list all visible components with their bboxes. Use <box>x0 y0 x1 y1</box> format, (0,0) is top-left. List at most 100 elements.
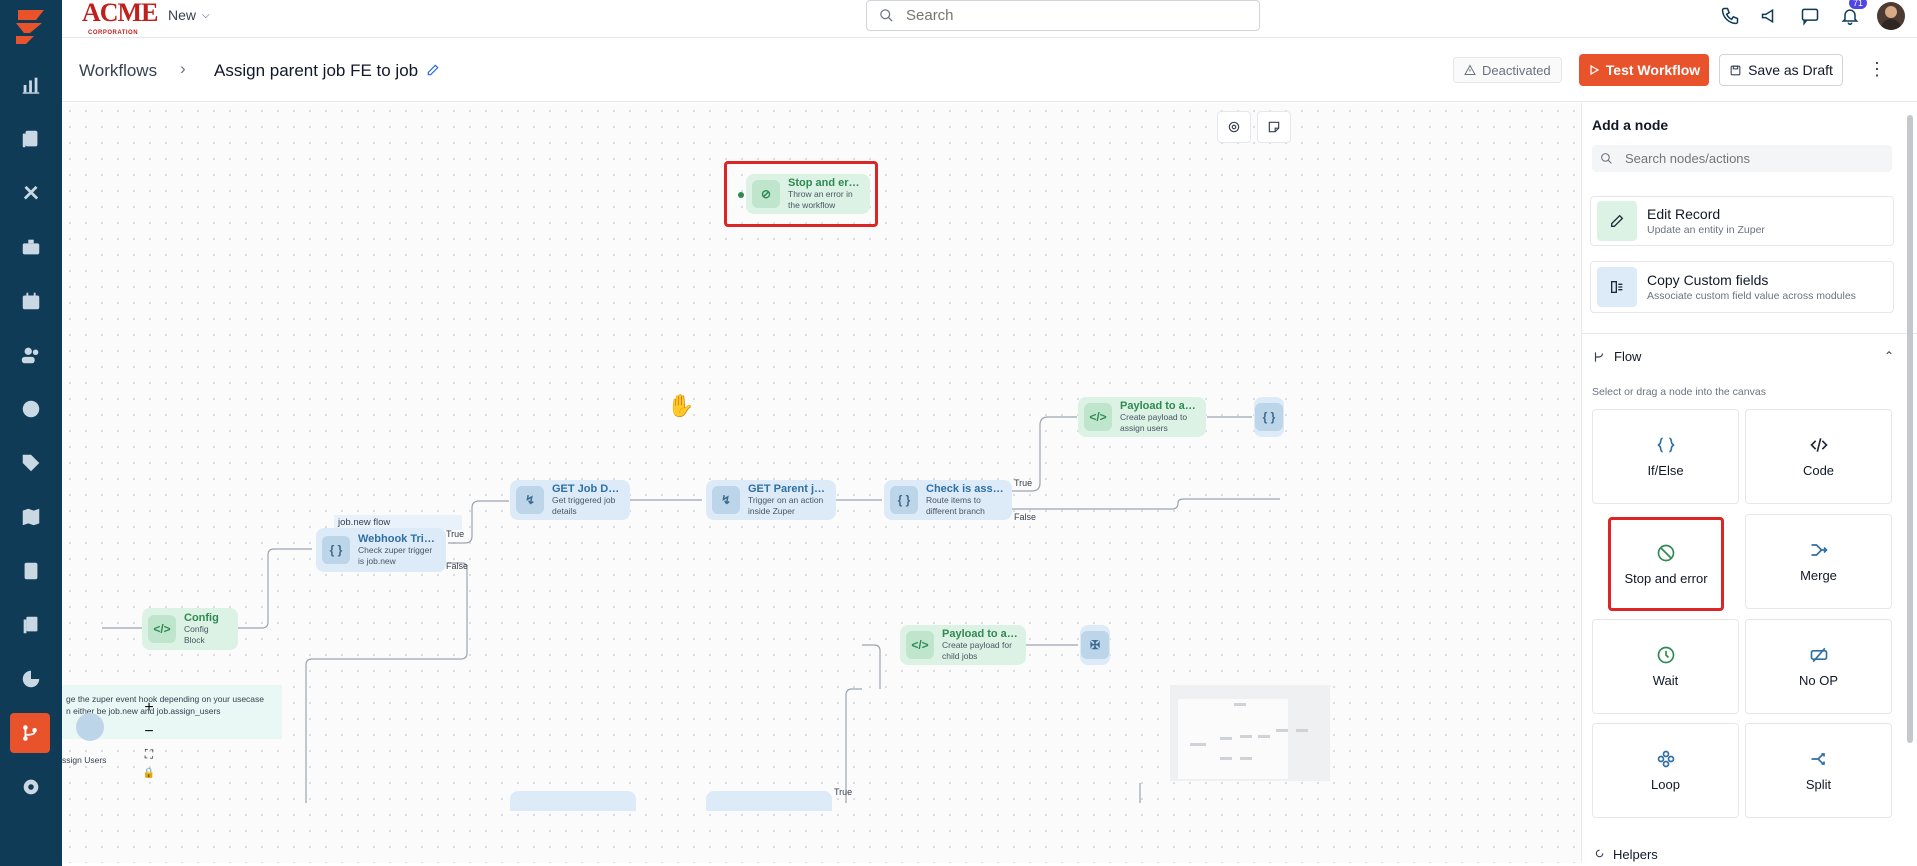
flow-section-header[interactable]: Flow <box>1592 349 1641 364</box>
phone-button[interactable] <box>1717 3 1743 29</box>
settings-icon <box>23 779 39 795</box>
new-dropdown[interactable]: New ⌵ <box>168 7 210 23</box>
save-draft-button[interactable]: Save as Draft <box>1719 54 1843 86</box>
top-actions: 71 <box>1717 0 1905 30</box>
node-search[interactable] <box>1592 145 1892 172</box>
edge-true-label: True <box>1014 478 1033 488</box>
braces-icon: { } <box>1255 403 1283 431</box>
flow-hint: Select or drag a node into the canvas <box>1592 386 1766 398</box>
node-check-is-assigned[interactable]: { } Check is assigned...Route items to d… <box>884 480 1012 520</box>
node-payload-assign-users[interactable]: </> Payload to assign...Create payload t… <box>1078 397 1206 437</box>
calculator-icon <box>24 562 38 580</box>
node-loop-partial[interactable]: ✠ <box>1080 625 1110 665</box>
rail-documents[interactable] <box>0 602 62 648</box>
wait-icon <box>1657 646 1674 664</box>
fit-view-button[interactable]: ⛶ <box>144 747 154 761</box>
gear-icon <box>1228 121 1240 133</box>
node-webhook-trigger[interactable]: { } Webhook Trigger...Check zuper trigge… <box>316 528 446 572</box>
zoom-in-button[interactable]: + <box>144 699 154 716</box>
dashboard-icon <box>22 77 40 94</box>
node-get-job-details[interactable]: ↯ GET Job DetailsGet triggered job detai… <box>510 480 630 520</box>
node-if-else-partial[interactable]: { } <box>1254 397 1284 437</box>
tile-no-op[interactable]: No OP <box>1745 619 1892 714</box>
rail-users[interactable] <box>0 332 62 378</box>
tile-split[interactable]: Split <box>1745 723 1892 818</box>
copy-fields-icon <box>1597 267 1637 307</box>
megaphone-icon <box>1761 8 1774 24</box>
search-icon <box>880 9 893 22</box>
zoom-out-button[interactable]: − <box>144 723 154 740</box>
tile-code[interactable]: Code <box>1745 409 1892 504</box>
node-search-input[interactable] <box>1623 150 1873 167</box>
chevron-up-icon[interactable]: ⌃ <box>1884 349 1895 363</box>
global-search-input[interactable] <box>904 6 1224 25</box>
zuper-action-icon: ↯ <box>712 486 740 514</box>
helpers-section-header[interactable]: Helpers <box>1592 847 1658 862</box>
left-rail <box>0 0 62 866</box>
app-logo-icon[interactable] <box>10 6 50 46</box>
tools-icon <box>23 185 39 200</box>
lock-canvas-button[interactable]: 🔒 <box>142 768 156 779</box>
code-icon: </> <box>148 615 176 643</box>
tile-merge[interactable]: Merge <box>1745 514 1892 609</box>
global-search[interactable] <box>866 0 1260 31</box>
page-title: Assign parent job FE to job <box>214 61 419 80</box>
edge-false-label: False <box>1014 512 1037 522</box>
edit-title-icon[interactable] <box>426 63 440 77</box>
stop-icon <box>1657 544 1675 561</box>
flow-title: job.new flow <box>334 515 462 530</box>
canvas-settings-button[interactable] <box>1217 111 1251 143</box>
announcements-button[interactable] <box>1757 3 1783 29</box>
rail-reports[interactable] <box>0 656 62 702</box>
rail-clock[interactable] <box>0 386 62 432</box>
rail-briefcase[interactable] <box>0 224 62 270</box>
tile-if-else[interactable]: If/Else <box>1592 409 1739 504</box>
tile-loop[interactable]: Loop <box>1592 723 1739 818</box>
rail-workflows[interactable] <box>10 713 50 753</box>
workflow-header: Workflows › Assign parent job FE to job … <box>62 39 1917 102</box>
split-icon <box>1811 753 1825 765</box>
briefcase-icon <box>22 239 40 255</box>
tile-stop-and-error[interactable]: Stop and error <box>1608 517 1724 611</box>
trigger-node-assign-users[interactable] <box>76 713 104 741</box>
trigger-label: ssign Users <box>62 755 107 765</box>
merge-icon <box>1811 544 1828 556</box>
calendar-icon <box>22 292 40 310</box>
rail-calendar[interactable] <box>0 278 62 324</box>
breadcrumb-workflows[interactable]: Workflows <box>79 61 158 80</box>
rail-tag[interactable] <box>0 440 62 486</box>
rail-dashboard[interactable] <box>0 62 62 108</box>
more-options-button[interactable]: ⋮ <box>1868 59 1886 79</box>
minimap[interactable] <box>1170 685 1330 781</box>
rail-calculator[interactable] <box>0 548 62 594</box>
node-get-parent-job[interactable]: ↯ GET Parent job...Trigger on an action … <box>706 480 836 520</box>
rail-map[interactable] <box>0 494 62 540</box>
node-payload-child-jobs[interactable]: </> Payload to assign...Create payload f… <box>900 625 1026 665</box>
workflows-icon <box>23 725 37 741</box>
avatar[interactable] <box>1877 2 1905 30</box>
panel-scrollbar[interactable] <box>1907 107 1913 847</box>
sticky-note-button[interactable] <box>1257 111 1291 143</box>
map-icon <box>22 508 40 526</box>
rail-jobs[interactable] <box>0 116 62 162</box>
clock-icon <box>22 400 40 418</box>
rail-tools[interactable] <box>0 170 62 216</box>
tile-wait[interactable]: Wait <box>1592 619 1739 714</box>
node-partial-bottom[interactable] <box>706 791 832 811</box>
node-partial-bottom[interactable] <box>510 791 636 811</box>
test-workflow-button[interactable]: Test Workflow <box>1579 54 1709 86</box>
notifications-button[interactable]: 71 <box>1837 0 1867 29</box>
node-input-handle[interactable] <box>738 192 744 198</box>
chat-button[interactable] <box>1797 3 1823 29</box>
loop-icon: ✠ <box>1081 631 1109 659</box>
rail-settings[interactable] <box>0 764 62 810</box>
panel-scroll-thumb[interactable] <box>1907 115 1913 743</box>
no-op-icon <box>1810 647 1827 663</box>
